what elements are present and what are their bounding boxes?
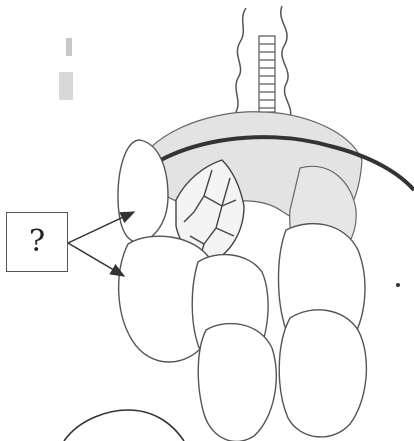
scan-artifact-mark bbox=[66, 38, 72, 56]
pointer-arrow-lower bbox=[68, 243, 124, 276]
bottom-middle-lobe bbox=[198, 324, 276, 441]
label-question-mark: ? bbox=[29, 227, 45, 257]
trachea-right-outline bbox=[281, 6, 291, 118]
bottom-circle-outline bbox=[64, 410, 184, 441]
scan-artifact-mark bbox=[59, 72, 73, 100]
label-box: ? bbox=[6, 212, 68, 272]
trachea-rings bbox=[259, 36, 275, 112]
right-lower-lobe bbox=[279, 310, 366, 437]
trachea-left-outline bbox=[236, 8, 246, 120]
dot-marker bbox=[396, 283, 400, 287]
